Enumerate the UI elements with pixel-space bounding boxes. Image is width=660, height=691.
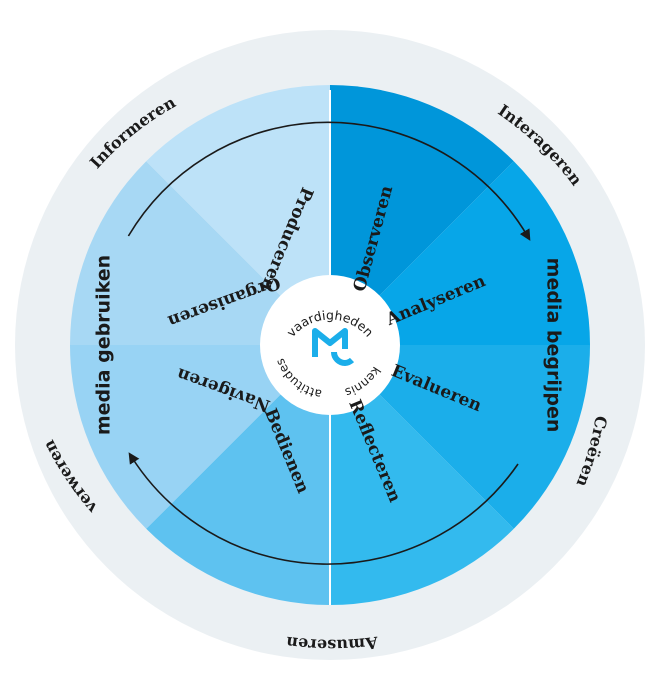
mediawijsheid-logo-icon	[312, 328, 355, 366]
section-label-right: media begrijpen	[543, 258, 565, 433]
segment-bedienen	[146, 345, 330, 605]
segment-evalueren	[330, 345, 590, 529]
wheel-segments	[70, 85, 590, 605]
segment-analyseren	[330, 161, 590, 345]
section-label-left: media gebruiken	[93, 255, 115, 435]
arrow-top-clockwise	[127, 121, 531, 241]
segment-reflecteren	[330, 345, 514, 605]
segment-organiseren	[70, 161, 330, 345]
segment-navigeren	[70, 345, 330, 529]
segment-produceren	[146, 85, 330, 345]
outer-word-amuseren: Amuseren	[285, 633, 380, 655]
segment-observeren	[330, 85, 514, 345]
arrow-bottom-clockwise	[128, 452, 519, 565]
